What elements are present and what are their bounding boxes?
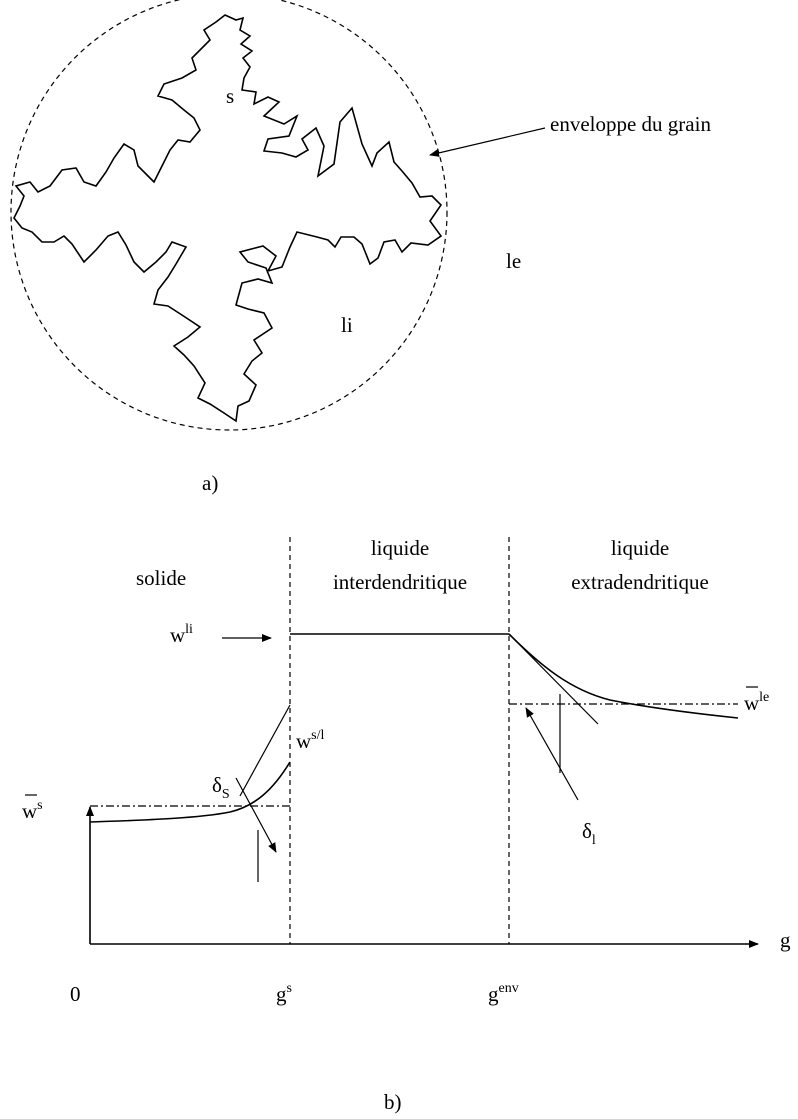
grain-envelope — [10, 0, 448, 431]
axis-tick-genv: genv — [488, 981, 519, 1006]
panel-b: solide liquide interdendritique liquide … — [22, 536, 791, 1114]
label-wle-bar: wle — [744, 690, 769, 715]
label-interdendritic-liquid: li — [341, 313, 353, 337]
arrow-delta-s — [235, 777, 277, 853]
axis-origin: 0 — [70, 982, 81, 1006]
label-ws-bar: ws — [22, 798, 43, 823]
label-envelope: enveloppe du grain — [550, 112, 711, 136]
label-wsl: ws/l — [296, 728, 325, 753]
axis-tick-gs: gs — [276, 981, 292, 1006]
label-delta-l: δl — [582, 819, 596, 848]
label-delta-s: δS — [212, 773, 230, 802]
region-interdendritic-l1: liquide — [371, 536, 429, 560]
label-solid: s — [226, 84, 234, 108]
region-extradendritic-l2: extradendritique — [571, 570, 709, 594]
curve-extradendritic — [508, 633, 739, 719]
axis-x-label: g — [780, 928, 791, 952]
region-solid: solide — [136, 566, 186, 590]
panel-a: s li le enveloppe du grain a) — [10, 0, 711, 495]
tangent-solid — [239, 704, 291, 797]
tangent-extradendritic — [508, 633, 599, 725]
label-wli: wli — [170, 622, 193, 647]
caption-a: a) — [202, 471, 218, 495]
region-interdendritic-l2: interdendritique — [333, 570, 467, 594]
envelope-arrow — [429, 127, 546, 157]
arrow-delta-l — [525, 707, 579, 801]
label-extradendritic-liquid: le — [506, 249, 521, 273]
region-extradendritic-l1: liquide — [611, 536, 669, 560]
dendrite-outline — [13, 14, 443, 423]
caption-b: b) — [384, 1090, 402, 1114]
curve-solid — [89, 761, 291, 823]
